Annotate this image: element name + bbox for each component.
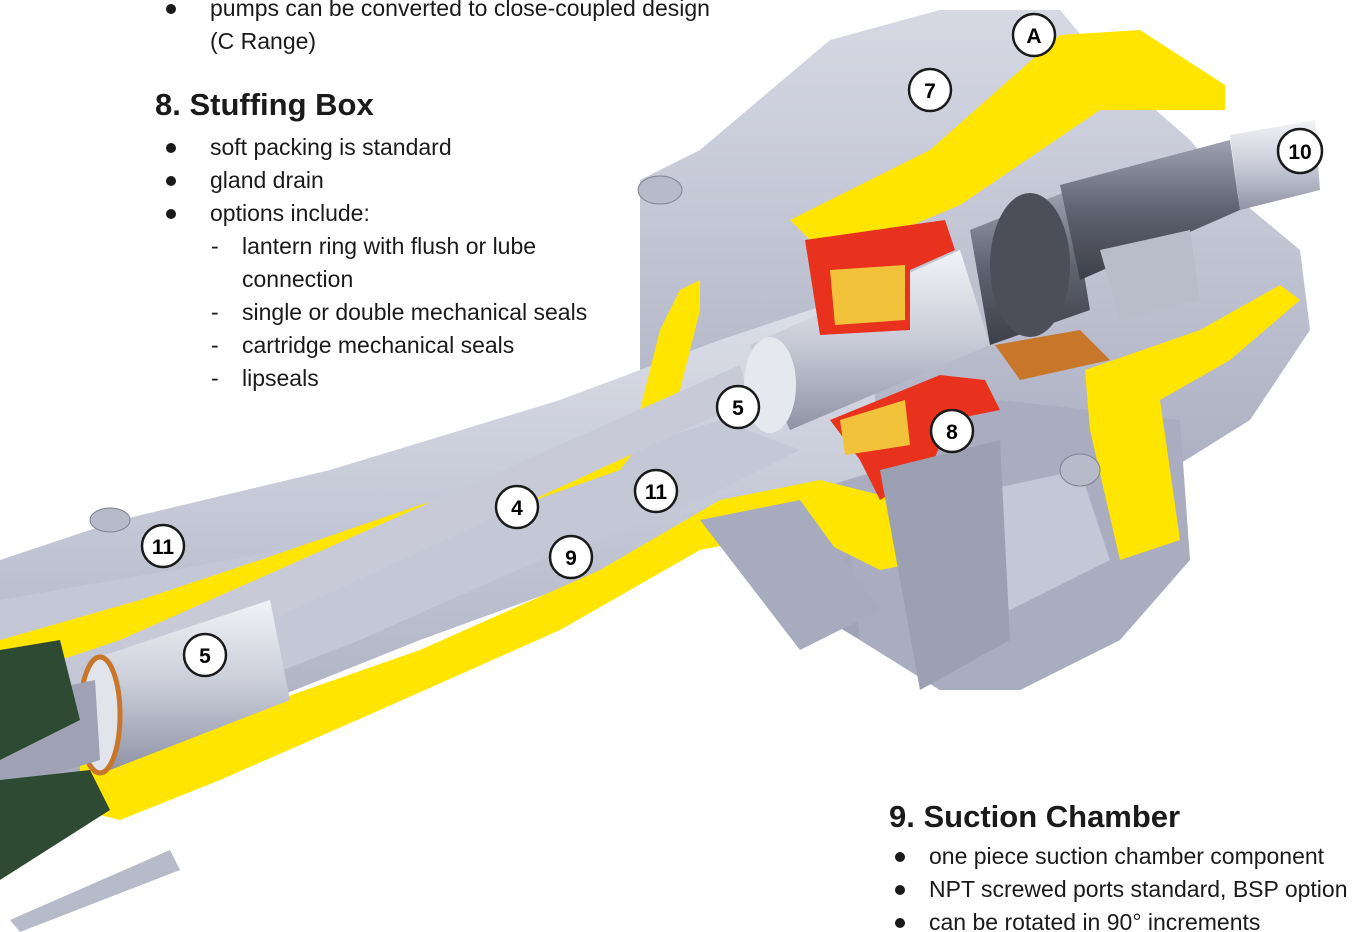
svg-text:9: 9: [565, 547, 577, 570]
casing-right-section: [1085, 285, 1300, 560]
bullet-dot: [895, 885, 905, 895]
option-item: -lipseals: [155, 362, 675, 395]
callout-8: 8: [929, 408, 975, 454]
bullet-text: gland drain: [210, 167, 324, 193]
svg-text:5: 5: [199, 645, 211, 668]
option-item: -lantern ring with flush or lube connecti…: [155, 230, 675, 296]
suction-chamber-bullet: NPT screwed ports standard, BSP option: [889, 873, 1372, 906]
callout-7: 7: [907, 67, 953, 113]
bullet-dot: [166, 176, 176, 186]
svg-text:11: 11: [152, 536, 175, 559]
dash: -: [211, 233, 219, 259]
intro-bullet-line2: (C Range): [210, 28, 317, 54]
bearing-cage: [1100, 230, 1200, 320]
stuffing-box-bullet: options include:: [155, 197, 675, 230]
stuffing-box-section: 8. Stuffing Box soft packing is standard…: [155, 85, 675, 395]
pedestal-side: [880, 440, 1010, 690]
bullet-dot: [166, 143, 176, 153]
callout-5-lower: 5: [182, 632, 228, 678]
suction-chamber-section: 9. Suction Chamber one piece suction cha…: [889, 797, 1372, 932]
svg-text:11: 11: [645, 481, 668, 504]
pedestal-foot: [700, 500, 880, 650]
svg-text:10: 10: [1288, 141, 1311, 164]
dash: -: [211, 299, 219, 325]
bullet-dot: [895, 852, 905, 862]
bullet-text: can be rotated in 90° increments: [929, 909, 1261, 932]
option-text-cont: connection: [242, 266, 354, 292]
bullet-dot: [166, 209, 176, 219]
shaft-assembly: [0, 120, 1320, 880]
svg-text:5: 5: [732, 397, 744, 420]
callout-10: 10: [1276, 127, 1324, 175]
bullet-text: NPT screwed ports standard, BSP option: [929, 876, 1348, 902]
stuffing-box-bullet: soft packing is standard: [155, 131, 675, 164]
suction-chamber-heading: 9. Suction Chamber: [889, 799, 1181, 834]
bearing-ring: [995, 330, 1110, 380]
svg-text:4: 4: [511, 497, 523, 520]
casing-top-section: [790, 30, 1225, 260]
svg-text:7: 7: [924, 80, 936, 103]
bullet-text: one piece suction chamber component: [929, 843, 1325, 869]
dash: -: [211, 365, 219, 391]
callout-A: A: [1011, 12, 1057, 58]
callout-11-left: 11: [140, 523, 186, 569]
bullet-text: options include:: [210, 200, 370, 226]
stuffing-box-seal: [805, 220, 1000, 500]
suction-tube-casing-bottom: [80, 480, 930, 820]
option-text: lantern ring with flush or lube: [242, 233, 537, 259]
stuffing-box-bullet: gland drain: [155, 164, 675, 197]
stuffing-box-heading: 8. Stuffing Box: [155, 87, 374, 122]
option-item: -single or double mechanical seals: [155, 296, 675, 329]
intro-bullet-line1: pumps can be converted to close-coupled …: [210, 0, 710, 21]
bullet-dot: [895, 918, 905, 928]
callout-5-upper: 5: [715, 384, 761, 430]
option-text: single or double mechanical seals: [242, 299, 588, 325]
callout-4: 4: [494, 484, 540, 530]
bullet-text: soft packing is standard: [210, 134, 452, 160]
svg-text:A: A: [1026, 25, 1041, 48]
intro-section: pumps can be converted to close-coupled …: [155, 0, 775, 58]
svg-text:8: 8: [946, 421, 958, 444]
option-item: -cartridge mechanical seals: [155, 329, 675, 362]
callout-9: 9: [548, 534, 594, 580]
intro-bullet: pumps can be converted to close-coupled …: [155, 0, 775, 58]
callout-11-right: 11: [633, 468, 679, 514]
option-text: cartridge mechanical seals: [242, 332, 515, 358]
option-text: lipseals: [242, 365, 319, 391]
suction-chamber-bullet: one piece suction chamber component: [889, 840, 1372, 873]
dash: -: [211, 332, 219, 358]
bullet-dot: [166, 4, 176, 14]
suction-chamber-bullet: can be rotated in 90° increments: [889, 906, 1372, 932]
